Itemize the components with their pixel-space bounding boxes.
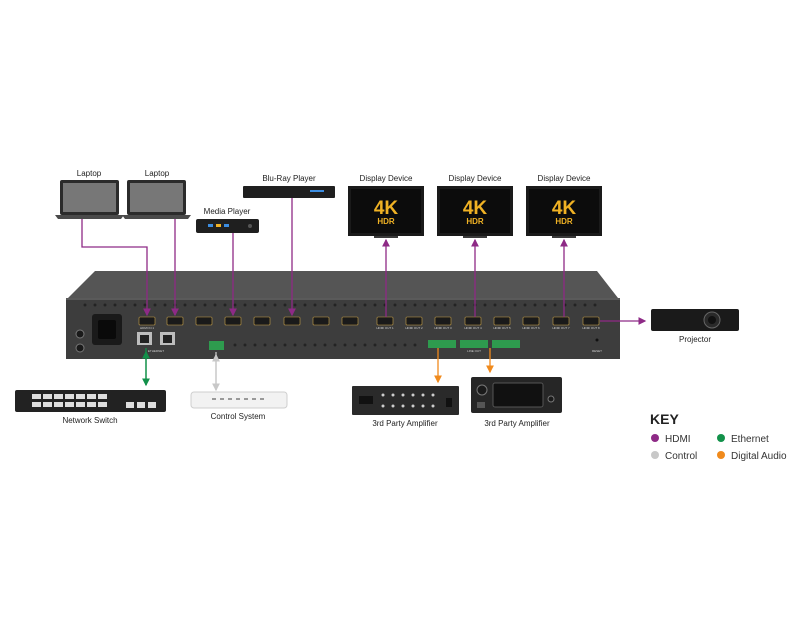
line-out-terminal	[428, 340, 456, 348]
legend-swatch-control	[651, 451, 659, 459]
connections	[81, 198, 647, 392]
legend-label-digital-audio: Digital Audio	[731, 451, 787, 462]
amplifier-1-label: 3rd Party Amplifier	[372, 419, 438, 428]
legend-swatch-digital-audio	[717, 451, 725, 459]
network-switch: Network Switch	[15, 390, 166, 425]
reset-label: RESET	[592, 349, 602, 353]
control-system-label: Control System	[211, 412, 266, 421]
legend-label-hdmi: HDMI	[665, 434, 691, 445]
hdmi-port-label: HDMI OUT 6	[522, 326, 540, 330]
hdmi-outputs: HDMI OUT 1 HDMI OUT 2 HDMI OUT 3 HDMI OU…	[376, 316, 600, 330]
hdmi-port-label: HDMI OUT 7	[552, 326, 570, 330]
hdr-badge: HDR	[377, 217, 395, 226]
laptop-2: Laptop	[122, 169, 191, 219]
media-player: Media Player	[196, 207, 259, 233]
display-3: Display Device 4K HDR	[526, 174, 602, 238]
hdmi-port	[341, 316, 359, 326]
amplifier-1: 3rd Party Amplifier	[352, 386, 459, 428]
media-player-label: Media Player	[204, 207, 251, 216]
legend-title: KEY	[650, 411, 679, 427]
display-3-label: Display Device	[538, 174, 591, 183]
bluray-player-icon	[243, 186, 335, 198]
display-2-label: Display Device	[449, 174, 502, 183]
legend-swatch-ethernet	[717, 434, 725, 442]
hdmi-port-label: HDMI OUT 8	[582, 326, 600, 330]
hdmi-port	[552, 316, 570, 326]
display-1-label: Display Device	[360, 174, 413, 183]
hdr-badge: HDR	[466, 217, 484, 226]
matrix-switcher: ETHERNET HDMI IN 1 HDMI OUT 1 HDMI OUT 2…	[66, 271, 620, 359]
network-switch-icon	[15, 390, 166, 412]
control-terminal	[209, 341, 224, 350]
hdmi-inputs: HDMI IN 1	[138, 316, 359, 330]
hdmi-port	[166, 316, 184, 326]
hdmi-port	[582, 316, 600, 326]
hdmi-port-label: HDMI OUT 3	[434, 326, 452, 330]
chassis-top	[68, 271, 618, 298]
line-out-terminal	[460, 340, 488, 348]
hdmi-port	[195, 316, 213, 326]
display-1: Display Device 4K HDR	[348, 174, 424, 238]
network-switch-label: Network Switch	[62, 416, 117, 425]
hdmi-port	[138, 316, 156, 326]
laptop-1: Laptop	[55, 169, 124, 219]
amplifier-2: 3rd Party Amplifier	[471, 377, 562, 428]
hdmi-port-label: HDMI OUT 5	[493, 326, 511, 330]
display-2: Display Device 4K HDR	[437, 174, 513, 238]
hdmi-port-label: HDMI IN 1	[140, 326, 154, 330]
line-out-terminal	[492, 340, 520, 348]
ground-screw	[75, 329, 85, 339]
line-out-label: LINE OUT	[467, 349, 481, 353]
legend: KEY HDMI Ethernet Control Digital Audio	[650, 411, 787, 462]
ethernet-port-label: ETHERNET	[148, 349, 164, 353]
legend-label-ethernet: Ethernet	[731, 434, 769, 445]
amplifier-2-label: 3rd Party Amplifier	[484, 419, 550, 428]
hdmi-port	[464, 316, 482, 326]
4k-badge: 4K	[374, 198, 399, 219]
hdmi-port-label: HDMI OUT 2	[405, 326, 423, 330]
control-system: Control System	[190, 391, 288, 421]
hdmi-port	[253, 316, 271, 326]
projector-icon	[651, 309, 739, 331]
amplifier-icon	[352, 386, 459, 415]
projector-label: Projector	[679, 335, 711, 344]
hdmi-port-label: HDMI OUT 1	[376, 326, 394, 330]
bluray-player: Blu-Ray Player	[243, 174, 335, 198]
reset-button	[595, 338, 599, 342]
hdmi-line-laptop-1	[81, 219, 151, 317]
hdmi-port	[522, 316, 540, 326]
hdmi-port	[405, 316, 423, 326]
legend-label-control: Control	[665, 451, 697, 462]
laptop-2-label: Laptop	[145, 169, 170, 178]
hdmi-port-label: HDMI OUT 4	[464, 326, 482, 330]
bluray-player-label: Blu-Ray Player	[262, 174, 316, 183]
laptop-1-label: Laptop	[77, 169, 102, 178]
hdmi-port	[312, 316, 330, 326]
4k-badge: 4K	[552, 198, 577, 219]
hdmi-port	[376, 316, 394, 326]
projector: Projector	[651, 309, 739, 344]
hdr-badge: HDR	[555, 217, 573, 226]
hdmi-port	[283, 316, 301, 326]
hdmi-port	[224, 316, 242, 326]
legend-swatch-hdmi	[651, 434, 659, 442]
hdmi-port	[434, 316, 452, 326]
4k-badge: 4K	[463, 198, 488, 219]
hdmi-port	[493, 316, 511, 326]
